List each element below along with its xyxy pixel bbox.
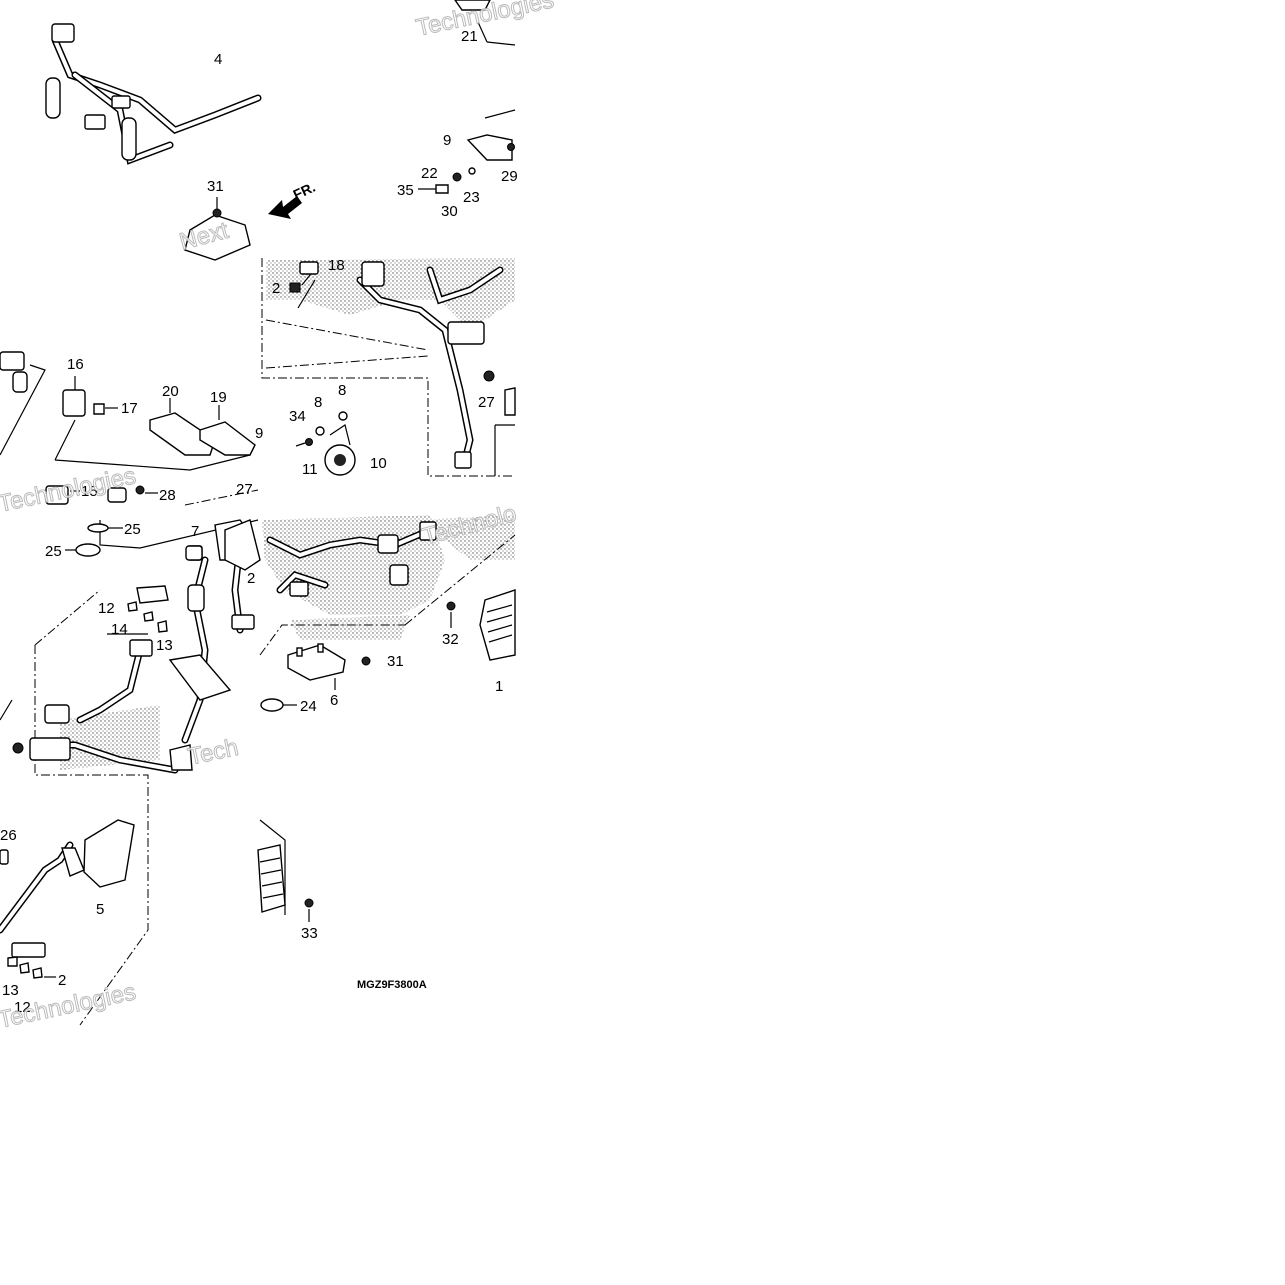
callout-27-second: 27: [236, 481, 253, 498]
callout-31-second: 31: [387, 653, 404, 670]
regulator-1: [446, 589, 516, 661]
top-right-stay: [454, 0, 491, 11]
drawing-code: MGZ9F3800A: [357, 979, 427, 991]
callout-6: 6: [330, 692, 338, 709]
callout-19: 19: [210, 389, 227, 406]
harness-middle-right: [289, 261, 516, 469]
harness-top-left: [45, 23, 262, 165]
callout-5: 5: [96, 901, 104, 918]
horn-10: [295, 411, 356, 476]
callout-20: 20: [162, 383, 179, 400]
harness-bottom-left: [0, 819, 135, 979]
fr-label: FR.: [291, 179, 318, 203]
callout-25-second: 25: [45, 543, 62, 560]
callout-23: 23: [463, 189, 480, 206]
watermark-center: Tech: [186, 734, 241, 771]
callout-12: 12: [98, 600, 115, 617]
callout-28: 28: [159, 487, 176, 504]
callout-27: 27: [478, 394, 495, 411]
callout-9-second: 9: [255, 425, 263, 442]
relay-16-17: [62, 376, 118, 417]
callout-2-second: 2: [58, 972, 66, 989]
callout-7: 7: [191, 523, 199, 540]
callout-13-second: 13: [2, 982, 19, 999]
callout-31: 31: [207, 178, 224, 195]
callout-34: 34: [289, 408, 306, 425]
callout-25: 25: [124, 521, 141, 538]
callout-24: 24: [300, 698, 317, 715]
callout-10: 10: [370, 455, 387, 472]
fuse-boxes-19-20: [149, 398, 256, 456]
callout-4: 4: [214, 51, 222, 68]
callout-17: 17: [121, 400, 138, 417]
callout-14: 14: [111, 621, 128, 638]
callout-35: 35: [397, 182, 414, 199]
callout-32: 32: [442, 631, 459, 648]
callout-labels: 4 21 9 29 22 35 30 23 31 18 2 16 17 20 1…: [0, 28, 518, 1016]
regulator-bottom: [257, 844, 314, 922]
watermark-top: Technologies: [414, 0, 557, 42]
callout-21: 21: [461, 28, 478, 45]
callout-8: 8: [314, 394, 322, 411]
callout-16: 16: [67, 356, 84, 373]
callout-1: 1: [495, 678, 503, 695]
callout-2-third: 2: [247, 570, 255, 587]
callout-9: 9: [443, 132, 451, 149]
watermark-bottom: Technologies: [0, 978, 138, 1034]
watermark-left: Technologies: [0, 462, 138, 518]
sensor-9-bracket: [418, 134, 515, 194]
grommets-25: [65, 523, 123, 557]
bracket-6: [287, 643, 371, 690]
callout-13: 13: [156, 637, 173, 654]
bracket-31-top: [184, 197, 251, 261]
callout-2: 2: [272, 280, 280, 297]
fr-arrow: FR.: [268, 179, 318, 219]
callout-11: 11: [302, 461, 318, 478]
callout-29: 29: [501, 168, 518, 185]
cover-7: [185, 519, 261, 571]
callout-26: 26: [0, 827, 17, 844]
callout-18: 18: [328, 257, 345, 274]
connectors-15-28: [45, 485, 158, 505]
callout-8-second: 8: [338, 382, 346, 399]
grommet-24: [260, 698, 297, 712]
callout-30: 30: [441, 203, 458, 220]
connector-left-top: [0, 351, 28, 393]
callout-33: 33: [301, 925, 318, 942]
callout-15: 15: [81, 483, 98, 500]
harness-center: [266, 521, 437, 597]
callout-22: 22: [421, 165, 438, 182]
callout-12-second: 12: [14, 999, 31, 1016]
small-parts-12-13-14: [107, 585, 169, 635]
